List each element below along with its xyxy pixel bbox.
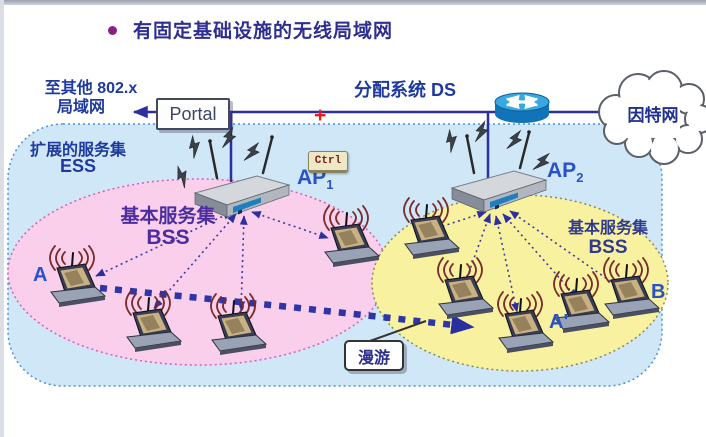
station-a-label: A (33, 264, 48, 286)
bss-left-label-line1: 基本服务集 (120, 206, 216, 227)
internet-cloud-icon (598, 70, 706, 165)
to-other-lan-label-line2: 局域网 (56, 99, 105, 116)
station-b-label: B (651, 281, 666, 303)
to-other-lan-label-line1: 至其他 802.x (44, 80, 138, 97)
page-title: 有固定基础设施的无线局域网 (133, 21, 394, 42)
ap2-label-sub: 2 (576, 170, 584, 186)
ap1-wireless-links (95, 211, 329, 311)
bss-right-label-line1: 基本服务集 (567, 220, 648, 237)
bullet-icon (108, 26, 117, 35)
left-border-band (0, 0, 4, 437)
ap2-label: AP2 (547, 159, 583, 185)
roaming-callout-pointer (369, 320, 427, 342)
bss-right-label-line2: BSS (588, 237, 628, 258)
router-icon (495, 93, 549, 123)
station-a-prime-label: A' (549, 311, 569, 333)
ess-label-line1: 扩展的服务集 (29, 142, 126, 159)
ctrl-key-overlay: Ctrl (308, 151, 348, 173)
bss-left-label-line2: BSS (146, 226, 190, 249)
ess-label-line2: ESS (59, 156, 97, 176)
portal-box: Portal (156, 98, 230, 130)
roaming-arrow (99, 284, 475, 335)
roaming-callout: 漫游 (344, 340, 404, 371)
distribution-system-label: 分配系统 DS (353, 80, 456, 100)
ap2-label-base: AP (547, 159, 577, 182)
plus-annotation: + (314, 104, 327, 127)
internet-label: 因特网 (627, 106, 679, 125)
ap1-label-sub: 1 (326, 177, 334, 193)
top-border-band (0, 0, 706, 5)
